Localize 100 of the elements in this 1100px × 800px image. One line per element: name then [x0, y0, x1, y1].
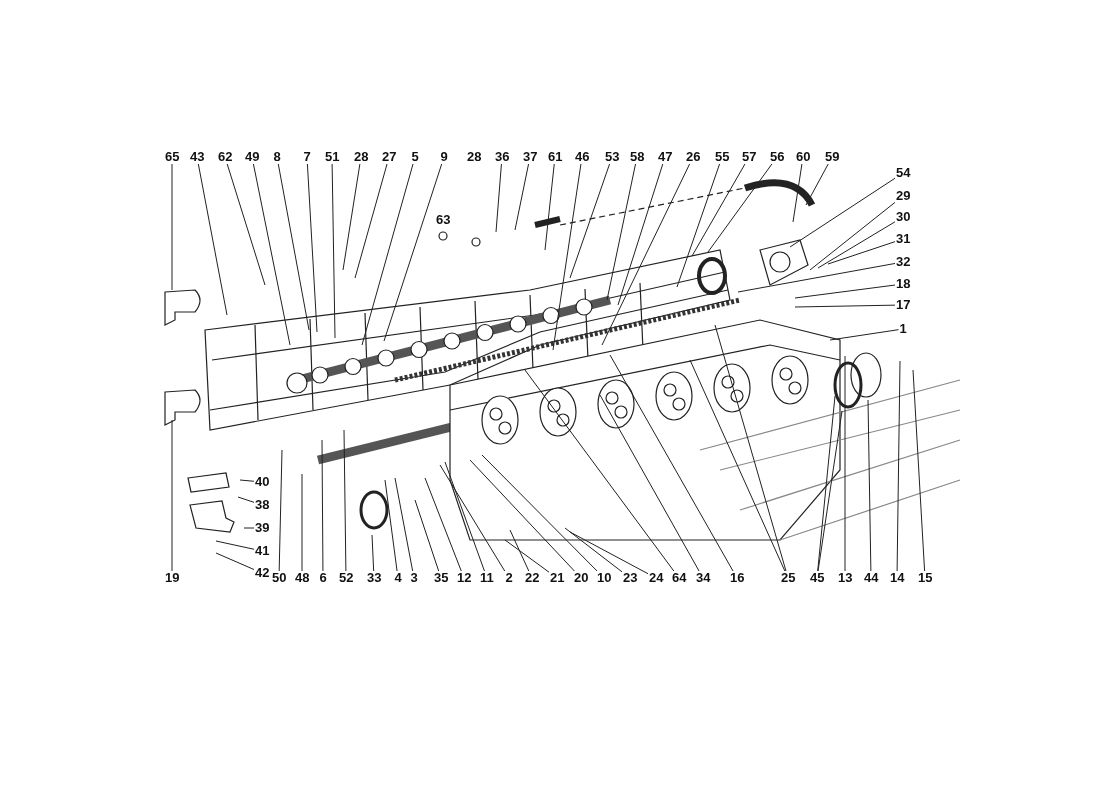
leader-line — [689, 359, 786, 572]
leader-line — [226, 163, 266, 286]
callout-number: 27 — [381, 150, 398, 164]
leader-line — [794, 284, 896, 299]
leader-line — [301, 473, 303, 572]
leader-line — [676, 163, 721, 288]
callout-number: 49 — [244, 150, 261, 164]
callout-number: 41 — [254, 544, 271, 558]
callout-number: 43 — [189, 150, 206, 164]
callout-number: 19 — [164, 571, 181, 585]
callout-number: 60 — [795, 150, 812, 164]
leader-line — [912, 369, 926, 572]
leader-line — [569, 531, 649, 575]
leader-line — [342, 163, 361, 271]
leader-line — [792, 163, 803, 223]
leader-line — [805, 163, 829, 206]
callout-number: 63 — [435, 213, 452, 227]
callout-number: 47 — [657, 150, 674, 164]
callout-number: 15 — [917, 571, 934, 585]
leader-line — [439, 464, 506, 572]
leader-line — [844, 355, 846, 572]
callout-number: 34 — [695, 571, 712, 585]
callout-number: 13 — [837, 571, 854, 585]
callout-number: 48 — [294, 571, 311, 585]
callout-number: 58 — [629, 150, 646, 164]
leader-line — [277, 163, 310, 331]
leader-line — [817, 221, 896, 269]
leader-line — [867, 399, 872, 572]
leader-line — [544, 163, 555, 251]
leader-line — [707, 163, 773, 253]
callout-number: 31 — [895, 232, 912, 246]
leader-line — [383, 163, 443, 342]
callout-number: 9 — [439, 150, 449, 164]
callout-number: 25 — [780, 571, 797, 585]
callout-number: 24 — [648, 571, 665, 585]
leader-line — [829, 329, 899, 341]
callout-number: 59 — [824, 150, 841, 164]
leader-line — [197, 163, 228, 316]
leader-line — [495, 163, 502, 233]
leader-line — [354, 163, 388, 279]
leader-line — [278, 449, 283, 572]
callout-number: 1 — [898, 322, 908, 336]
callout-number: 40 — [254, 475, 271, 489]
leader-line — [215, 552, 255, 570]
callout-number: 52 — [338, 571, 355, 585]
leader-line — [424, 477, 462, 572]
callout-number: 20 — [573, 571, 590, 585]
callout-number: 38 — [254, 498, 271, 512]
callout-number: 7 — [302, 150, 312, 164]
leader-line — [469, 459, 575, 572]
leader-line — [617, 163, 664, 306]
callout-number: 65 — [164, 150, 181, 164]
leader-line — [691, 163, 746, 257]
callout-number: 37 — [522, 150, 539, 164]
callout-number: 22 — [524, 571, 541, 585]
leader-line — [371, 534, 375, 572]
leader-line — [237, 496, 255, 503]
leader-line — [321, 439, 324, 572]
callout-number: 11 — [479, 571, 495, 585]
callout-number: 57 — [741, 150, 758, 164]
callout-number: 21 — [549, 571, 566, 585]
callout-number: 28 — [353, 150, 370, 164]
leader-line — [414, 499, 440, 572]
leader-line — [215, 540, 255, 550]
callout-number: 30 — [895, 210, 912, 224]
leader-line — [569, 163, 611, 279]
leader-line — [714, 324, 787, 572]
callout-number: 42 — [254, 566, 271, 580]
leader-line — [827, 241, 896, 265]
leader-line — [252, 163, 291, 346]
leader-line — [817, 395, 836, 572]
leader-line — [171, 419, 173, 572]
callout-number: 33 — [366, 571, 383, 585]
leader-line — [504, 539, 550, 573]
leader-line — [514, 163, 530, 231]
callout-number: 45 — [809, 571, 826, 585]
callout-number: 18 — [895, 277, 912, 291]
callout-number: 51 — [324, 150, 341, 164]
leader-line — [243, 527, 255, 529]
callout-number: 26 — [685, 150, 702, 164]
leader-line — [509, 529, 530, 572]
leader-line — [171, 163, 173, 291]
leader-line — [481, 454, 598, 572]
callout-number: 55 — [714, 150, 731, 164]
callout-number: 14 — [889, 571, 906, 585]
leader-line — [599, 394, 700, 572]
callout-number: 53 — [604, 150, 621, 164]
leader-line — [306, 163, 318, 333]
callout-number: 64 — [671, 571, 688, 585]
callout-number: 56 — [769, 150, 786, 164]
leader-line — [737, 262, 896, 293]
callout-number: 29 — [895, 189, 912, 203]
leader-line — [239, 479, 255, 482]
callout-number: 62 — [217, 150, 234, 164]
leader-line — [564, 527, 623, 573]
callout-number: 36 — [494, 150, 511, 164]
callout-number: 44 — [863, 571, 880, 585]
callout-number: 12 — [456, 571, 473, 585]
callout-number: 39 — [254, 521, 271, 535]
leader-line — [343, 429, 347, 572]
